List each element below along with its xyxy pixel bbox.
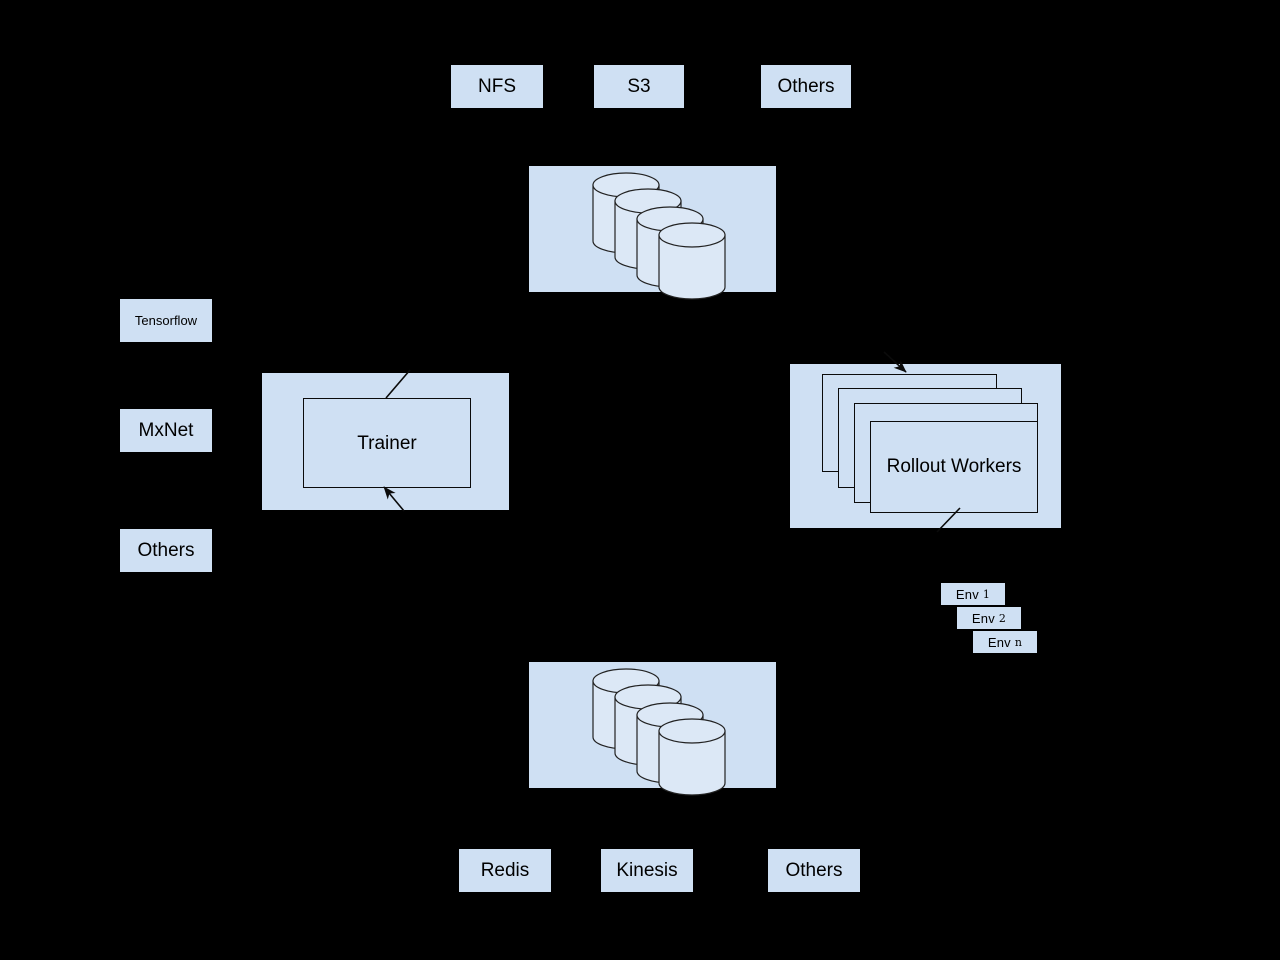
trainer-label: Trainer (357, 432, 417, 454)
object-store-bottom-cylinders (592, 668, 726, 796)
queue-backend-redis-label: Redis (480, 860, 530, 881)
rollout-worker-card-4[interactable]: Rollout Workers (870, 421, 1038, 513)
env-box-2-name: Env (971, 610, 995, 626)
object-store-top-panel (529, 166, 776, 300)
object-store-bottom-panel (529, 662, 776, 796)
object-store-top-cylinders (592, 172, 726, 300)
storage-backend-others[interactable]: Others (761, 65, 851, 108)
storage-backend-nfs-label: NFS (478, 76, 516, 97)
env-box-n-index: n (1014, 635, 1023, 649)
queue-backend-kinesis-label: Kinesis (616, 860, 678, 881)
framework-mxnet-label: MxNet (138, 420, 194, 441)
framework-others[interactable]: Others (120, 529, 212, 572)
queue-backend-others-label: Others (785, 860, 843, 881)
framework-tensorflow[interactable]: Tensorflow (120, 299, 212, 342)
trainer-box[interactable]: Trainer (303, 398, 471, 488)
framework-mxnet[interactable]: MxNet (120, 409, 212, 452)
env-box-n-name: Env (987, 634, 1011, 650)
env-box-1-name: Env (955, 586, 979, 602)
env-box-2-index: 2 (998, 611, 1007, 625)
env-box-n[interactable]: Env n (973, 631, 1037, 653)
storage-backend-s3-label: S3 (627, 76, 651, 97)
storage-backend-nfs[interactable]: NFS (451, 65, 543, 108)
storage-backend-s3[interactable]: S3 (594, 65, 684, 108)
queue-backend-others[interactable]: Others (768, 849, 860, 892)
framework-others-label: Others (137, 540, 195, 561)
rollout-workers-label: Rollout Workers (886, 456, 1022, 477)
env-box-2[interactable]: Env 2 (957, 607, 1021, 629)
storage-backend-others-label: Others (777, 76, 835, 97)
queue-backend-kinesis[interactable]: Kinesis (601, 849, 693, 892)
env-box-1-index: 1 (982, 587, 991, 601)
env-box-1[interactable]: Env 1 (941, 583, 1005, 605)
queue-backend-redis[interactable]: Redis (459, 849, 551, 892)
framework-tensorflow-label: Tensorflow (134, 313, 198, 328)
